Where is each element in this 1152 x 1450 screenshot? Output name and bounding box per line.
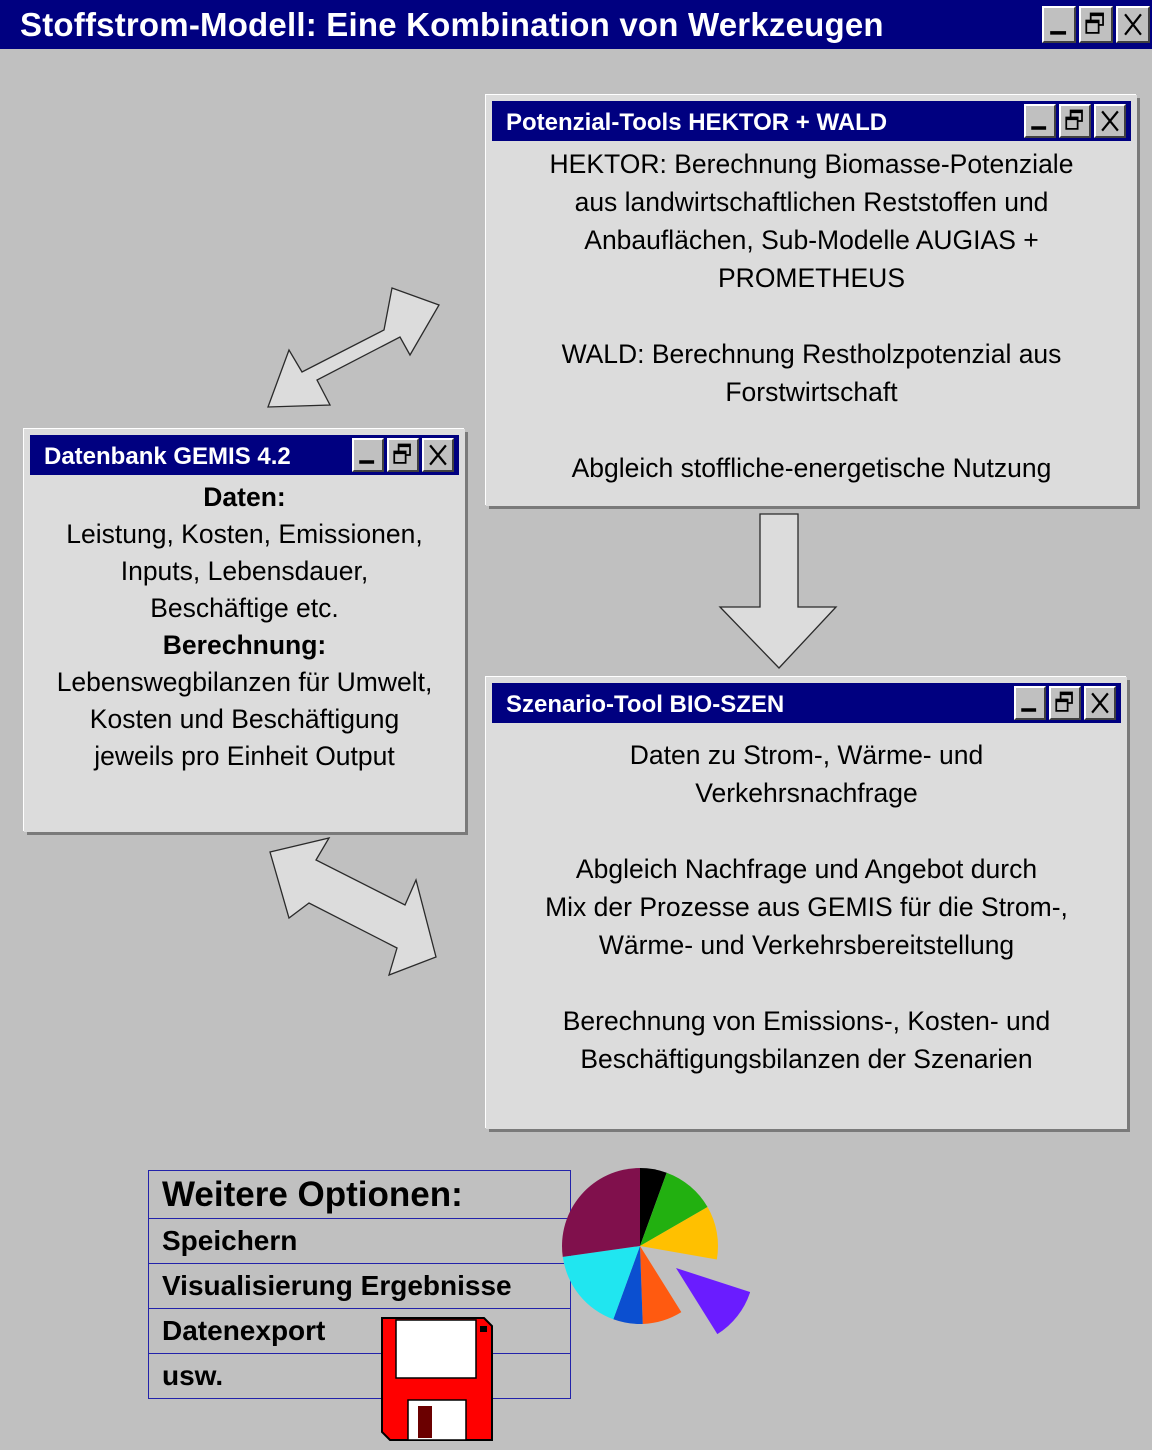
pie-slice [640,1172,708,1246]
szenario-line: Verkehrsnachfrage [695,778,918,808]
szenario-line: Abgleich Nachfrage und Angebot durch [575,854,1038,884]
daten-line: Leistung, Kosten, Emissionen, [66,519,423,549]
szenario-line: Beschäftigungsbilanzen der Szenarien [580,1044,1033,1074]
options-title: Weitere Optionen: [162,1175,463,1214]
berechnung-line: Kosten und Beschäftigung [89,704,400,734]
minimize-icon[interactable] [1042,6,1076,43]
szenario-title: Szenario-Tool BIO-SZEN [506,691,785,718]
restore-icon[interactable] [1049,686,1081,720]
daten-heading: Daten: [203,482,286,512]
option-datenexport[interactable]: Datenexport [149,1308,570,1353]
pie-chart-icon [562,1168,750,1335]
szenario-window-controls [1014,686,1116,720]
potenzial-title: Potenzial-Tools HEKTOR + WALD [506,109,888,136]
option-usw[interactable]: usw. [149,1353,570,1398]
szenario-line: Mix der Prozesse aus GEMIS für die Strom… [545,892,1068,922]
potenzial-line: WALD: Berechnung Restholzpotenzial aus [561,339,1062,369]
main-title-bar: Stoffstrom-Modell: Eine Kombination von … [0,0,1152,49]
minimize-icon[interactable] [352,438,384,472]
potenzial-line: PROMETHEUS [718,263,905,293]
szenario-tool-panel: Szenario-Tool BIO-SZEN Daten zu Strom-, … [486,677,1127,1129]
restore-icon[interactable] [1059,104,1091,138]
potenzial-title-bar: Potenzial-Tools HEKTOR + WALD [492,101,1131,141]
close-icon[interactable] [1094,104,1126,138]
szenario-line: Berechnung von Emissions-, Kosten- und [562,1006,1051,1036]
pie-slice [640,1246,682,1324]
pie-slice [613,1246,643,1324]
datenbank-title: Datenbank GEMIS 4.2 [44,443,291,470]
datenbank-title-bar: Datenbank GEMIS 4.2 [30,435,459,475]
potenzial-line: Abgleich stoffliche-energetische Nutzung [571,453,1052,483]
window-controls [1042,6,1150,43]
pie-slice [562,1168,640,1257]
down-arrow [718,513,838,669]
potenzial-line: aus landwirtschaftlichen Reststoffen und [574,187,1049,217]
potenzial-body: HEKTOR: Berechnung Biomasse-Potenziale a… [492,145,1131,487]
pie-slice [640,1168,667,1246]
daten-line: Beschäftige etc. [150,593,339,623]
szenario-body: Daten zu Strom-, Wärme- und Verkehrsnach… [492,736,1121,1078]
double-arrow-upper [267,287,440,408]
berechnung-heading: Berechnung: [162,630,327,660]
berechnung-line: Lebenswegbilanzen für Umwelt, [56,667,433,697]
pie-slice [640,1207,718,1260]
szenario-line: Wärme- und Verkehrsbereitstellung [598,930,1015,960]
option-speichern[interactable]: Speichern [149,1218,570,1263]
restore-icon[interactable] [387,438,419,472]
minimize-icon[interactable] [1024,104,1056,138]
window-title: Stoffstrom-Modell: Eine Kombination von … [20,6,884,43]
pie-slice [676,1268,750,1335]
double-arrow-lower [269,837,437,977]
potenzial-line: Forstwirtschaft [725,377,898,407]
restore-icon[interactable] [1079,6,1113,43]
szenario-title-bar: Szenario-Tool BIO-SZEN [492,683,1121,723]
potenzial-line: Anbauflächen, Sub-Modelle AUGIAS + [584,225,1039,255]
pie-slice [562,1246,640,1320]
datenbank-window-controls [352,438,454,472]
szenario-line: Daten zu Strom-, Wärme- und [629,740,984,770]
option-visualisierung[interactable]: Visualisierung Ergebnisse [149,1263,570,1308]
close-icon[interactable] [1084,686,1116,720]
close-icon[interactable] [1116,6,1150,43]
berechnung-line: jeweils pro Einheit Output [94,741,395,771]
datenbank-gemis-panel: Datenbank GEMIS 4.2 Daten: Leistung, Kos… [24,429,465,832]
minimize-icon[interactable] [1014,686,1046,720]
daten-line: Inputs, Lebensdauer, [120,556,369,586]
potenzial-line: HEKTOR: Berechnung Biomasse-Potenziale [549,149,1074,179]
close-icon[interactable] [422,438,454,472]
options-menu: Weitere Optionen: Speichern Visualisieru… [148,1170,571,1399]
potenzial-window-controls [1024,104,1126,138]
datenbank-body: Daten: Leistung, Kosten, Emissionen, Inp… [30,479,459,775]
potenzial-tools-panel: Potenzial-Tools HEKTOR + WALD HEKTOR: Be… [486,95,1137,506]
